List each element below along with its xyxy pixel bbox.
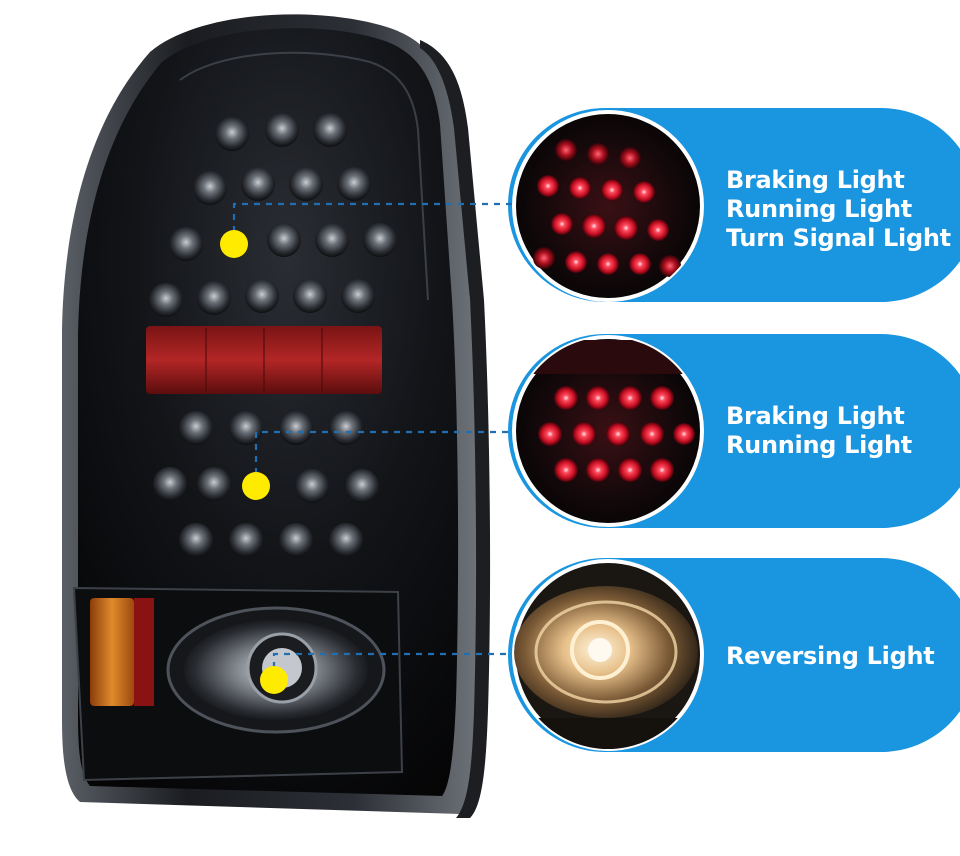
amber-side-reflector: [90, 598, 134, 706]
feature-1-labels: Braking Light Running Light Turn Signal …: [726, 166, 951, 253]
feature-3-label-reversing: Reversing Light: [726, 642, 935, 670]
feature-2-labels: Braking Light Running Light: [726, 402, 912, 460]
inset-running-leds: [512, 335, 704, 527]
inset-reversing-light: [512, 559, 704, 751]
marker-upper: [220, 230, 248, 258]
feature-2-label-braking: Braking Light: [726, 402, 905, 430]
feature-1-label-braking: Braking Light: [726, 166, 905, 194]
feature-1-label-turn-signal: Turn Signal Light: [726, 224, 951, 252]
feature-1-label-running: Running Light: [726, 195, 912, 223]
feature-2-label-running: Running Light: [726, 431, 912, 459]
upper-led-grid: [149, 113, 397, 317]
lower-led-grid: [153, 411, 379, 557]
feature-3-labels: Reversing Light: [726, 642, 935, 671]
inset-turn-signal-leds: [512, 110, 704, 302]
marker-lower: [260, 666, 288, 694]
marker-middle: [242, 472, 270, 500]
